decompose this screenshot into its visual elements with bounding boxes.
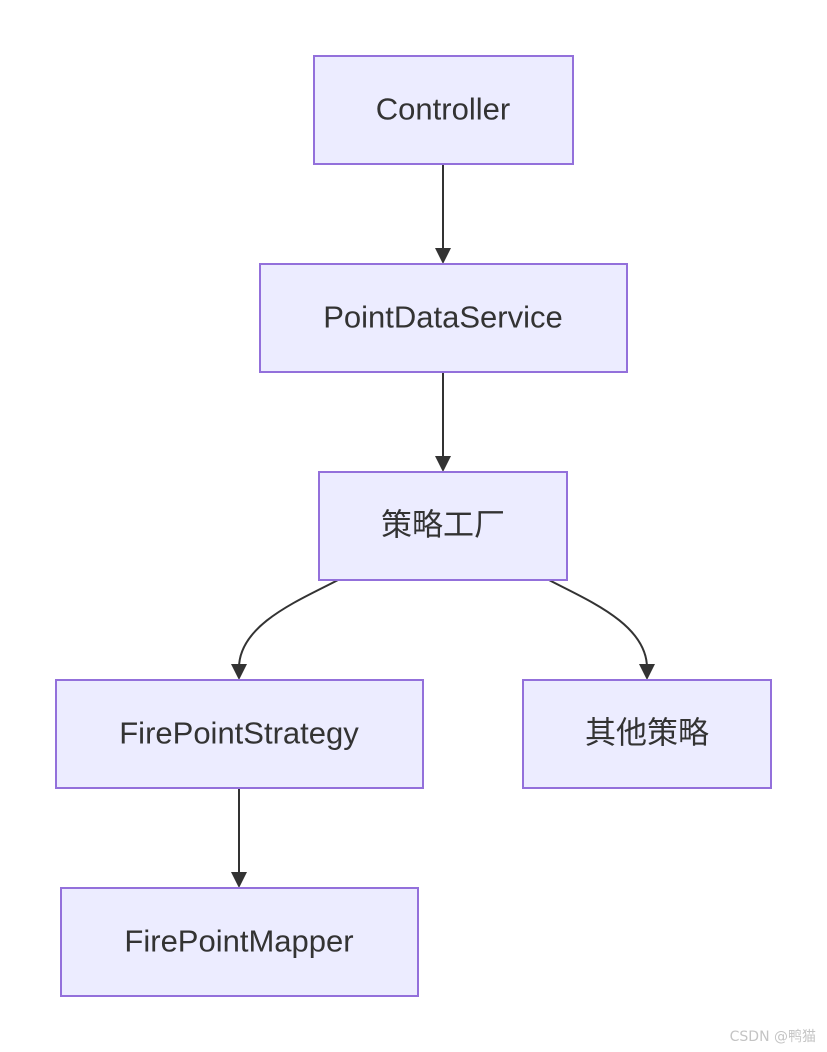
node-strategy-factory: 策略工厂 — [318, 471, 568, 581]
node-label: FirePointMapper — [124, 924, 353, 959]
node-other-strategy: 其他策略 — [522, 679, 772, 789]
node-controller: Controller — [313, 55, 574, 165]
arrowhead-icon — [639, 664, 655, 680]
node-label: FirePointStrategy — [119, 716, 359, 751]
node-label: 其他策略 — [585, 716, 709, 751]
node-box — [259, 263, 628, 373]
node-box — [318, 471, 568, 581]
arrowhead-icon — [231, 664, 247, 680]
arrowhead-icon — [435, 456, 451, 472]
node-point-data-service: PointDataService — [259, 263, 628, 373]
node-box — [55, 679, 424, 789]
edge-factory-to-otherstrategy — [548, 579, 648, 669]
node-box — [60, 887, 419, 997]
node-box — [522, 679, 772, 789]
node-fire-point-mapper: FirePointMapper — [60, 887, 419, 997]
node-label: 策略工厂 — [381, 508, 505, 543]
watermark: CSDN @鸭猫 — [729, 1029, 816, 1045]
arrowhead-icon — [231, 872, 247, 888]
edge-factory-to-firepointstrategy — [238, 579, 339, 669]
node-label: Controller — [376, 92, 510, 127]
node-box — [313, 55, 574, 165]
node-fire-point-strategy: FirePointStrategy — [55, 679, 424, 789]
node-label: PointDataService — [323, 300, 563, 335]
arrowhead-icon — [435, 248, 451, 264]
edges — [231, 164, 655, 888]
